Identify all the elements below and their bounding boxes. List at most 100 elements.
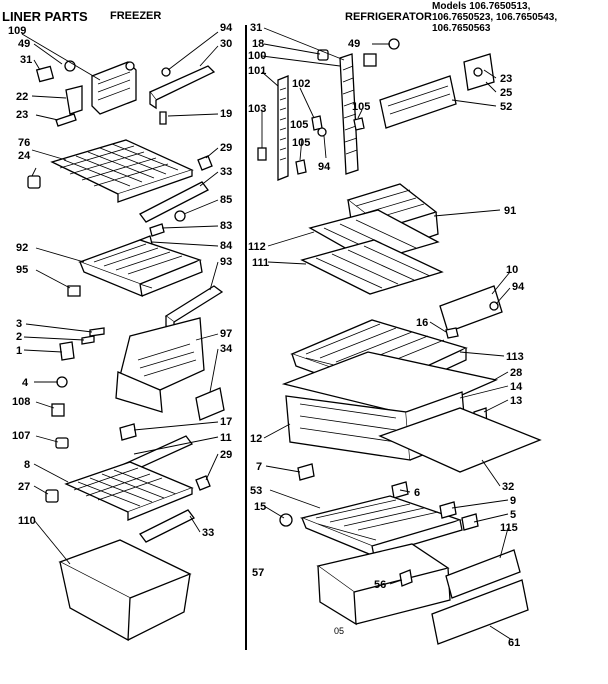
part-label: 27 xyxy=(18,481,30,493)
freezer-label: FREEZER xyxy=(110,10,162,22)
freezer-upper-shelf xyxy=(50,139,194,203)
part-label: 56 xyxy=(374,579,386,591)
part-label: 103 xyxy=(248,103,266,115)
part-label: 11 xyxy=(220,432,232,444)
part-label: 6 xyxy=(414,487,420,499)
part-label: 49 xyxy=(18,38,30,50)
part-label: 12 xyxy=(250,433,262,445)
models-line-3: 106.7650563 xyxy=(432,23,491,34)
refrigerator-drawer xyxy=(316,543,451,626)
part-label: 84 xyxy=(220,240,233,252)
refrigerator-part-94b xyxy=(317,127,327,137)
part-label: 5 xyxy=(510,509,516,521)
part-label: 91 xyxy=(504,205,516,217)
freezer-part-83 xyxy=(149,223,165,237)
freezer-part-34 xyxy=(195,387,225,421)
part-label: 94 xyxy=(318,161,331,173)
freezer-part-3 xyxy=(89,327,105,337)
part-label: 30 xyxy=(220,38,232,50)
part-label: 29 xyxy=(220,449,232,461)
page-title: LINER PARTS xyxy=(2,9,88,24)
freezer-part-1 xyxy=(59,341,75,361)
part-label: 13 xyxy=(510,395,522,407)
part-label: 23 xyxy=(500,73,512,85)
part-label: 105 xyxy=(290,119,308,131)
freezer-screw-19 xyxy=(159,111,167,125)
freezer-bushing-27 xyxy=(45,489,59,503)
part-label: 108 xyxy=(12,396,30,408)
freezer-bushing-24 xyxy=(27,175,41,189)
part-label: 17 xyxy=(220,416,232,428)
freezer-part-85 xyxy=(174,210,186,222)
refrigerator-pan-32 xyxy=(378,407,542,473)
part-label: 109 xyxy=(8,25,26,37)
part-label: 9 xyxy=(510,495,516,507)
part-label: 101 xyxy=(248,65,266,77)
freezer-part-108 xyxy=(51,403,65,417)
part-label: 32 xyxy=(502,481,514,493)
refrigerator-left-rail xyxy=(277,75,289,181)
part-label: 92 xyxy=(16,242,28,254)
part-label: 107 xyxy=(12,430,30,442)
part-labels: 109 49 31 22 23 76 24 94 30 19 29 33 85 … xyxy=(8,22,525,649)
freezer-screw-95 xyxy=(67,285,81,297)
part-label: 57 xyxy=(252,567,264,579)
refrigerator-label: REFRIGERATOR xyxy=(345,11,432,23)
models-line-1: Models 106.7650513, xyxy=(432,1,531,12)
freezer-tube-33 xyxy=(139,181,209,223)
freezer-part-107 xyxy=(55,437,69,449)
freezer-part-4 xyxy=(56,376,68,388)
part-label: 105 xyxy=(352,101,370,113)
part-label: 18 xyxy=(252,38,264,50)
part-label: 8 xyxy=(24,459,30,471)
part-label: 29 xyxy=(220,142,232,154)
part-label: 3 xyxy=(16,318,22,330)
refrigerator-light-shield xyxy=(379,75,457,129)
part-label: 110 xyxy=(18,515,36,527)
part-label: 34 xyxy=(220,343,233,355)
freezer-bin xyxy=(115,317,205,413)
part-label: 83 xyxy=(220,220,232,232)
part-label: 111 xyxy=(252,257,269,269)
freezer-light-socket xyxy=(35,65,55,83)
part-label: 25 xyxy=(500,87,512,99)
part-label: 95 xyxy=(16,264,28,276)
part-label: 61 xyxy=(508,637,520,649)
footer-mark: 05 xyxy=(334,626,344,636)
refrigerator-control xyxy=(463,53,495,91)
freezer-part-17 xyxy=(119,423,137,441)
part-label: 24 xyxy=(18,150,31,162)
part-label: 94 xyxy=(220,22,233,34)
refrigerator-part-9 xyxy=(439,501,457,519)
models-list: Models 106.7650513, 106.7650523, 106.765… xyxy=(432,1,557,34)
refrigerator-trim-115 xyxy=(445,549,521,599)
refrigerator-shelf-111 xyxy=(300,239,444,295)
freezer-top-cover xyxy=(148,65,216,110)
part-label: 49 xyxy=(348,38,360,50)
part-label: 52 xyxy=(500,101,512,113)
part-label: 33 xyxy=(202,527,214,539)
refrigerator-screw-105c xyxy=(353,117,365,131)
refrigerator-screw-16 xyxy=(445,327,459,339)
freezer-bracket xyxy=(65,85,83,115)
part-label: 33 xyxy=(220,166,232,178)
freezer-tube-33b xyxy=(139,509,195,543)
part-label: 15 xyxy=(254,501,266,513)
part-label: 4 xyxy=(22,377,29,389)
part-label: 31 xyxy=(20,54,32,66)
part-label: 10 xyxy=(506,264,518,276)
part-label: 28 xyxy=(510,367,522,379)
models-line-2: 106.7650523, 106.7650543, xyxy=(432,12,558,23)
part-label: 19 xyxy=(220,108,232,120)
part-label: 31 xyxy=(250,22,262,34)
refrigerator-part-15 xyxy=(279,513,293,527)
refrigerator-trim-61 xyxy=(431,579,529,645)
part-label: 16 xyxy=(416,317,428,329)
part-label: 76 xyxy=(18,137,30,149)
part-label: 97 xyxy=(220,328,232,340)
refrigerator-part-56 xyxy=(399,569,413,587)
part-label: 1 xyxy=(16,345,22,357)
refrigerator-tray-53 xyxy=(299,495,463,558)
refrigerator-light-socket xyxy=(363,53,377,67)
